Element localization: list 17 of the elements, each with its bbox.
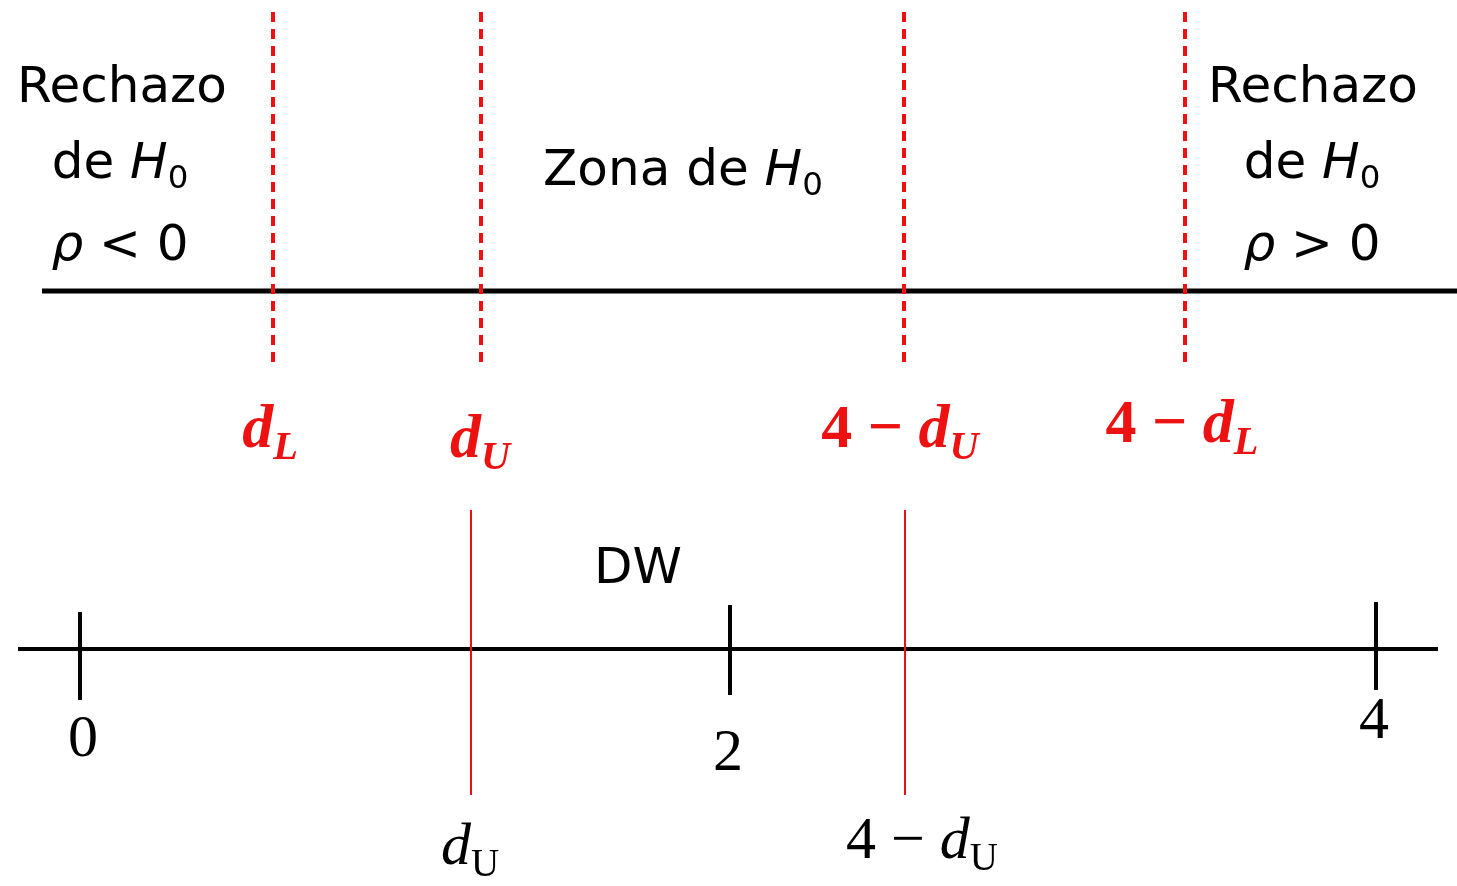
threshold-label: 4 − d$_{U}$: [821, 391, 979, 469]
region-label: de H$_{0}$: [1243, 134, 1381, 196]
threshold-label: d$_{L}$: [242, 391, 298, 469]
region-label: ρ > 0: [1243, 215, 1381, 271]
threshold-label: d$_{U}$: [440, 811, 500, 885]
tick-label: 4: [1359, 685, 1389, 751]
threshold-label: 4 − d$_{U}$: [846, 805, 998, 879]
region-label: Rechazo: [17, 57, 227, 113]
threshold-label: d$_{U}$: [449, 401, 511, 479]
region-label: de H$_{0}$: [51, 134, 189, 196]
tick-label: 0: [68, 703, 98, 769]
region-label: ρ < 0: [51, 215, 189, 271]
threshold-label: 4 − d$_{L}$: [1105, 386, 1259, 464]
region-label: Rechazo: [1208, 57, 1418, 113]
axis-title: DW: [594, 538, 682, 594]
tick-label: 2: [713, 717, 743, 783]
region-label: Zona de H$_{0}$: [543, 141, 823, 203]
